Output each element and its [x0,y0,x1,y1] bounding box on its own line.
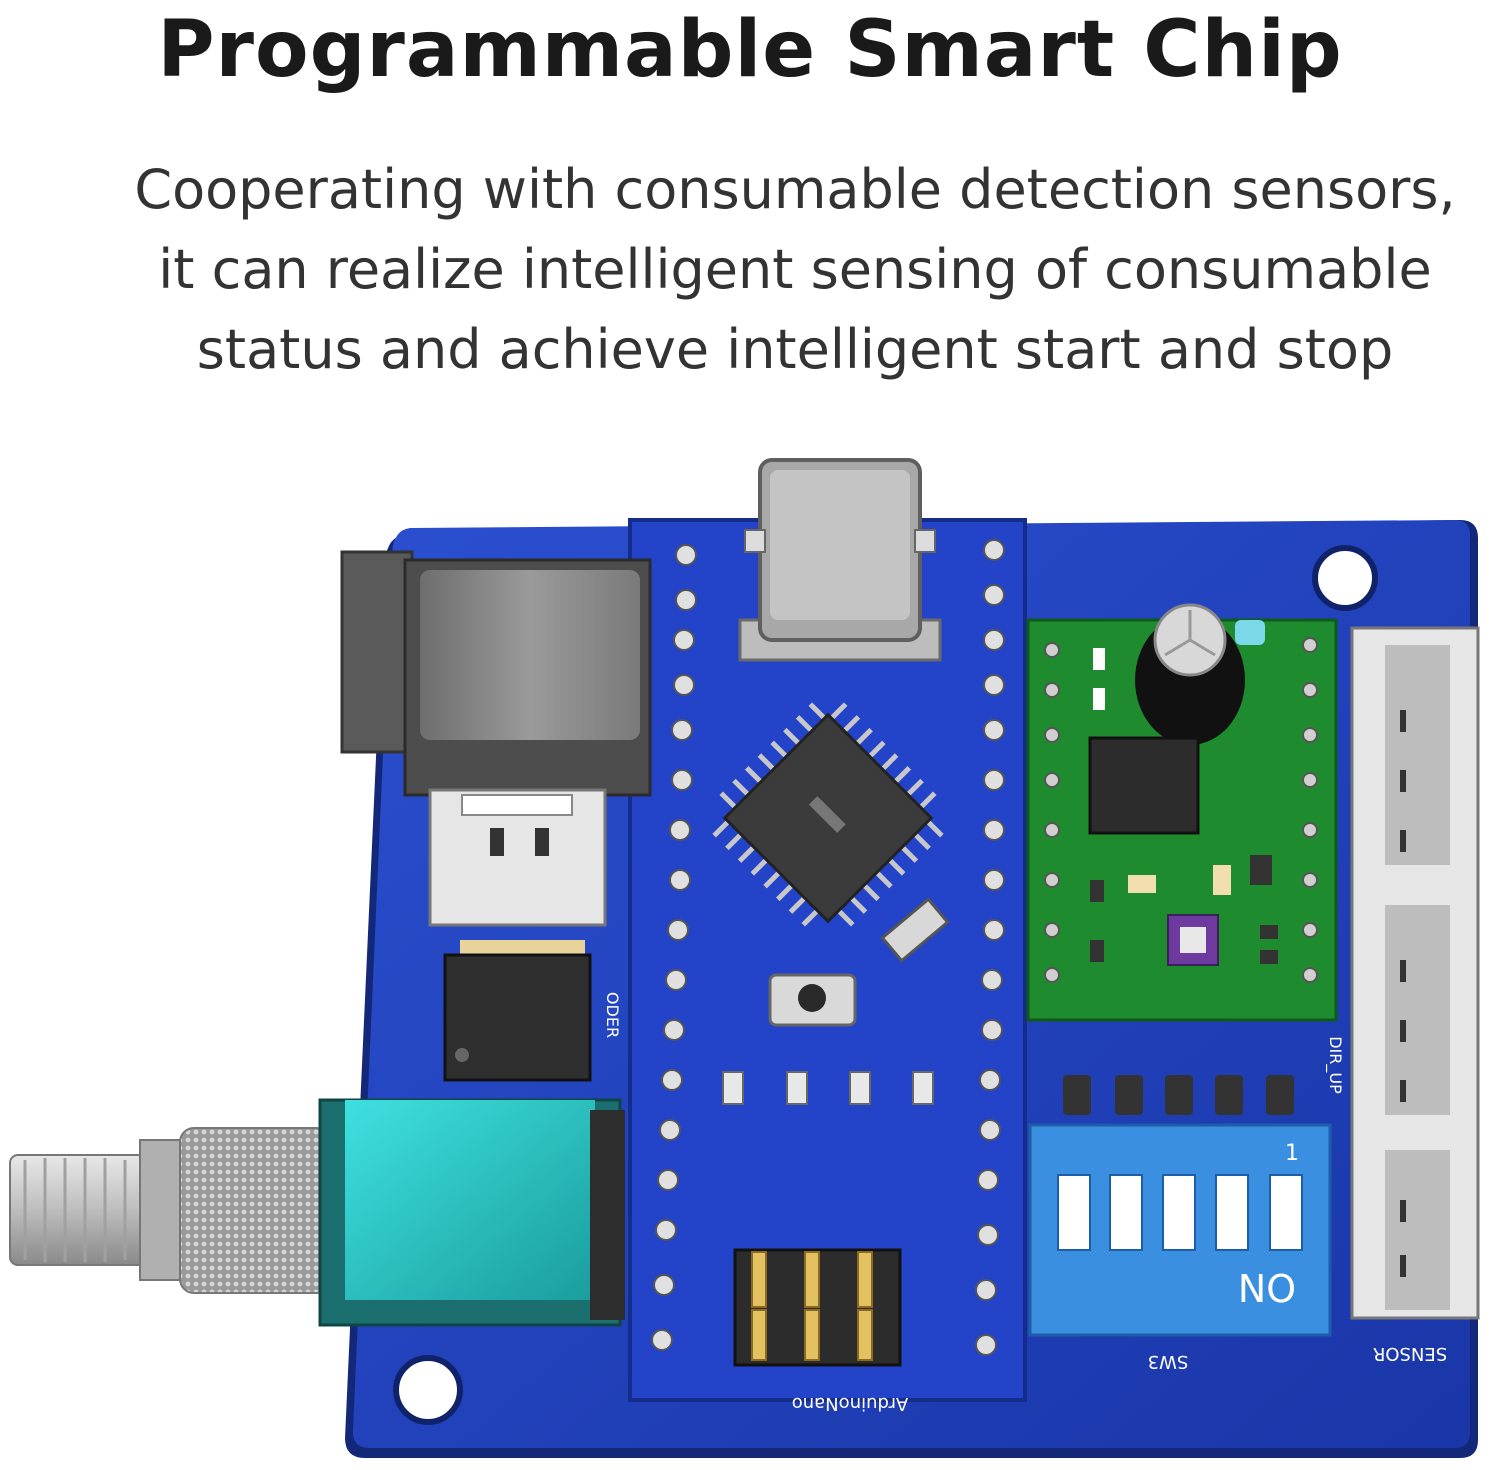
icsp-header [733,1248,902,1367]
reset-button [768,973,857,1027]
pin-header-left [651,544,697,1351]
potentiometer-knob [9,1098,625,1327]
mosfet-chip: ODER [443,940,622,1082]
stepper-driver-module [1026,603,1338,1022]
label-oder: ODER [603,992,622,1038]
description: Cooperating with consumable detection se… [0,150,1500,390]
pcb-illustration: ArduinoNano ODER [9,458,1480,1458]
label-sensor: SENSOR [1373,1343,1447,1364]
capacitor [1135,603,1265,745]
pin-header-right [975,539,1005,1356]
dc-power-jack [340,550,652,797]
mount-hole-top [1312,545,1378,611]
description-line-1: Cooperating with consumable detection se… [134,158,1456,221]
label-dir-up: DIR_UP [1325,1036,1345,1094]
page-title: Programmable Smart Chip [157,5,1343,95]
mount-hole-bottom [393,1355,463,1425]
label-sw3: SW3 [1148,1351,1189,1372]
fan-connector [428,788,607,927]
label-arduino-nano: ArduinoNano [792,1393,909,1414]
status-leds [722,1071,934,1105]
arduino-nano-module: ArduinoNano [628,458,1027,1414]
switch-number-label: 1 [1285,1141,1299,1166]
dip-switch: ON 1 SW3 DIR_UP [1028,1036,1345,1372]
description-line-3: status and achieve intelligent start and… [196,318,1394,381]
sensor-connectors: SENSOR [1350,626,1480,1364]
microcontroller-chip [712,702,944,927]
switch-on-label: ON [1238,1265,1296,1309]
trim-pot [1167,914,1219,966]
usb-connector [738,458,942,662]
description-line-2: it can realize intelligent sensing of co… [158,238,1432,301]
